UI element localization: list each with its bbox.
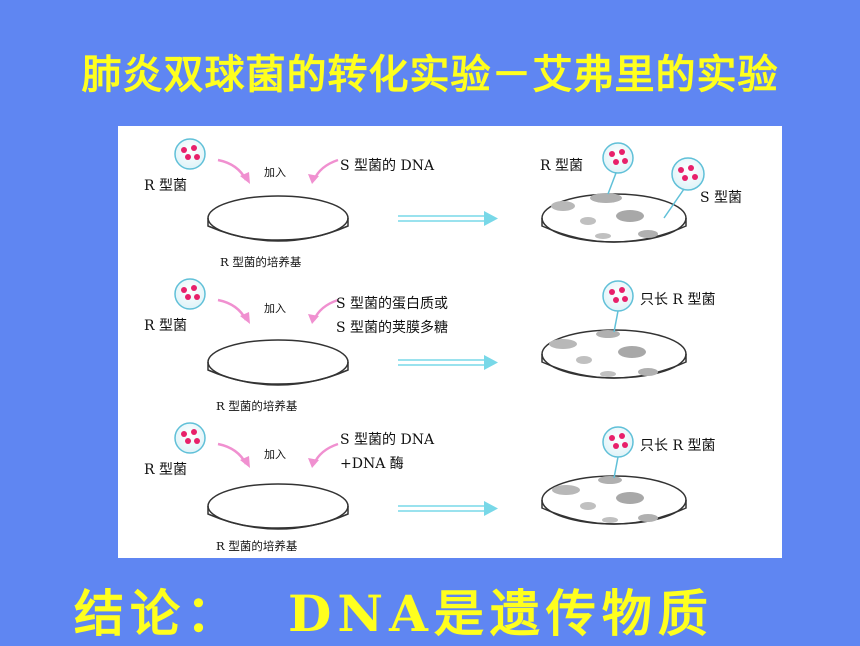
add-label: 加入: [264, 448, 286, 461]
row-1: R 型菌 加入 S 型菌的 DNA R 型菌的培养基: [144, 138, 742, 269]
petri-dish-left: [207, 339, 349, 386]
result-label-s: S 型菌: [700, 190, 742, 206]
add-arrow-left-head: [240, 312, 250, 324]
add-label: 加入: [264, 302, 286, 315]
added-substance-line-1: S 型菌的蛋白质或: [336, 296, 448, 312]
medium-label: R 型菌的培养基: [220, 255, 302, 269]
add-arrow-left-head: [240, 172, 250, 184]
add-label: 加入: [264, 166, 286, 179]
conclusion: 结论： DNA是遗传物质: [74, 574, 714, 646]
petri-dish-result: [541, 329, 687, 379]
left-label: R 型菌: [144, 318, 187, 334]
r-bacteria-bubble: [174, 422, 206, 454]
r-bacteria-bubble: [174, 278, 206, 310]
r-bacteria-result-bubble: [602, 280, 634, 333]
result-label-r: R 型菌: [540, 158, 583, 174]
add-arrow-right-head: [308, 314, 319, 324]
transfer-arrow: [398, 211, 498, 226]
slide-title: 肺炎双球菌的转化实验－艾弗里的实验: [81, 52, 779, 98]
added-substance-line-2: S 型菌的荚膜多糖: [336, 319, 448, 336]
add-arrow-right-head: [308, 174, 319, 184]
added-substance-line-1: S 型菌的 DNA: [340, 158, 435, 174]
r-bacteria-result-bubble: [602, 426, 634, 479]
r-bacteria-bubble: [174, 138, 206, 170]
medium-label: R 型菌的培养基: [216, 399, 298, 413]
conclusion-text: DNA是遗传物质: [288, 584, 714, 643]
s-bacteria-result-bubble: [663, 157, 705, 219]
petri-dish-result: [541, 193, 687, 243]
petri-dish-left: [207, 483, 349, 530]
result-label: 只长 R 型菌: [640, 438, 715, 454]
left-label: R 型菌: [144, 462, 187, 478]
row-2: R 型菌 加入 S 型菌的蛋白质或 S 型菌的荚膜多糖 R 型菌的培养基: [144, 278, 715, 413]
row-3: R 型菌 加入 S 型菌的 DNA +DNA 酶 R 型菌的培养基: [144, 422, 715, 553]
transfer-arrow: [398, 501, 498, 516]
petri-dish-left: [207, 195, 349, 242]
left-label: R 型菌: [144, 178, 187, 194]
conclusion-label: 结论：: [74, 584, 242, 643]
petri-dish-result: [541, 475, 687, 525]
experiment-diagram: R 型菌 加入 S 型菌的 DNA R 型菌的培养基: [118, 126, 782, 558]
add-arrow-left-head: [240, 456, 250, 468]
added-substance-line-1: S 型菌的 DNA: [340, 432, 435, 448]
transfer-arrow: [398, 355, 498, 370]
r-bacteria-result-bubble: [602, 142, 634, 195]
medium-label: R 型菌的培养基: [216, 539, 298, 553]
added-substance-line-2: +DNA 酶: [340, 456, 404, 472]
experiment-diagram-svg: R 型菌 加入 S 型菌的 DNA R 型菌的培养基: [144, 138, 742, 553]
result-label: 只长 R 型菌: [640, 292, 715, 308]
add-arrow-right-head: [308, 458, 319, 468]
